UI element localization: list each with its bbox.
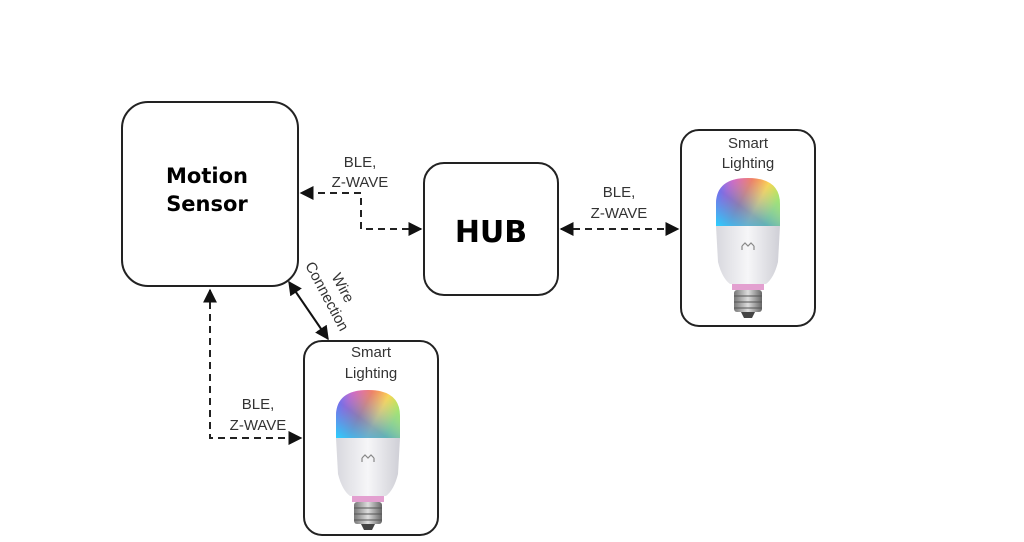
light-bottom-label-line1: Smart	[351, 344, 392, 361]
motion-sensor-label-line1: Motion	[166, 164, 248, 188]
edge-hub-light-label-line2: Z-WAVE	[591, 205, 648, 222]
motion-sensor-node	[121, 101, 299, 287]
light-right-label-line2: Lighting	[722, 155, 775, 172]
edge-sensor-light-ble-label-line1: BLE,	[242, 396, 275, 413]
edge-sensor-hub	[299, 186, 423, 236]
edge-sensor-light-ble-label-line2: Z-WAVE	[230, 417, 287, 434]
edge-sensor-hub-label-line2: Z-WAVE	[332, 174, 389, 191]
edge-hub-light-label-line1: BLE,	[603, 184, 636, 201]
edge-sensor-hub-label-line1: BLE,	[344, 154, 377, 171]
motion-sensor-label-line2: Sensor	[166, 192, 248, 216]
light-right-label-line1: Smart	[728, 135, 769, 152]
hub-label: HUB	[455, 215, 527, 250]
edge-sensor-light-wire	[288, 280, 329, 341]
light-bottom-label-line2: Lighting	[345, 365, 398, 382]
edge-sensor-light-ble	[203, 288, 303, 445]
hub-node	[423, 162, 559, 296]
